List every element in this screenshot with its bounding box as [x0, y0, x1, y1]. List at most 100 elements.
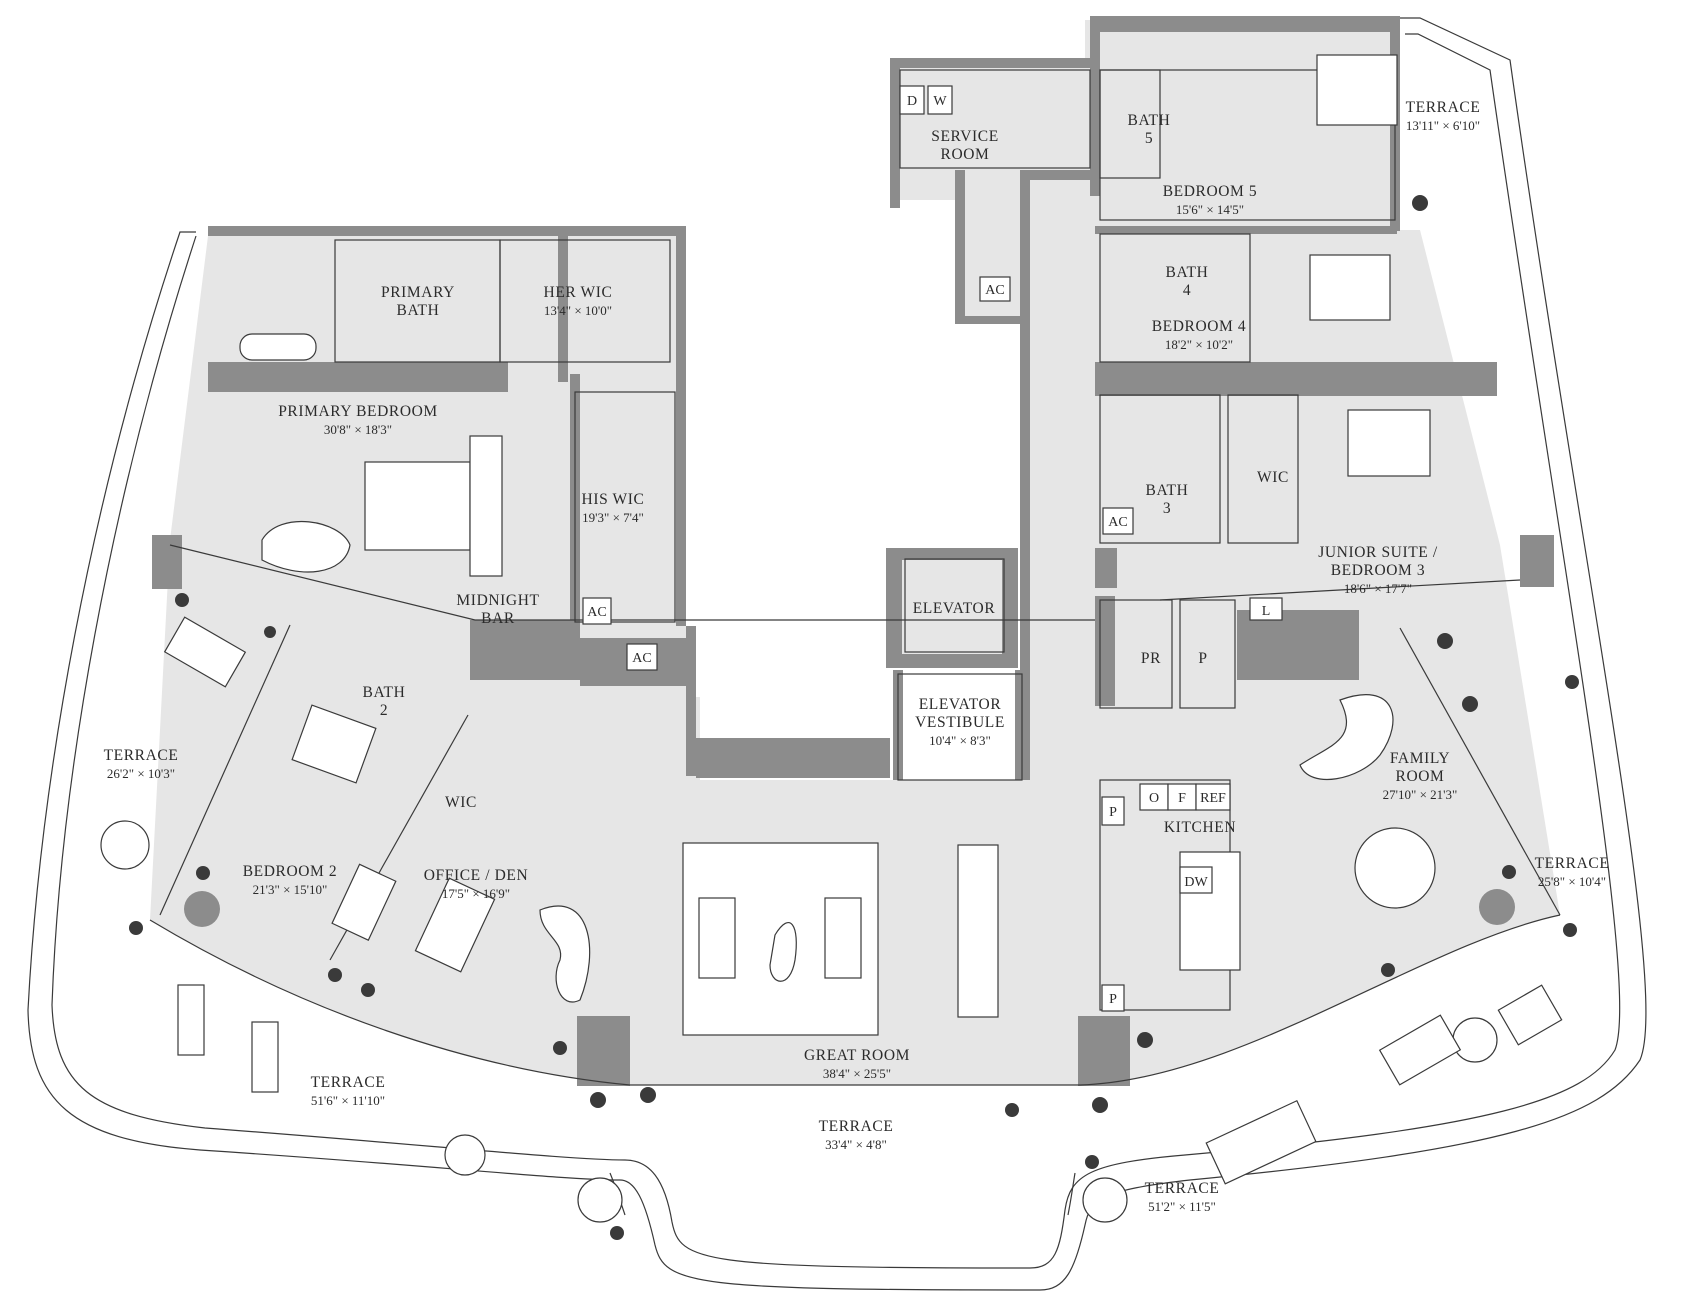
dining-table	[957, 844, 999, 1018]
bathtub	[239, 333, 317, 361]
pantry-south	[1101, 984, 1125, 1012]
linen-closet	[1249, 597, 1283, 621]
terrace-west-name: TERRACE	[104, 747, 179, 764]
pantry-label: P	[1109, 992, 1117, 1007]
powder-room-name: PR	[1141, 650, 1161, 667]
ac-label: AC	[587, 605, 606, 620]
bedroom-2-desk	[331, 863, 397, 941]
plants	[129, 195, 1579, 1240]
service-room-name: SERVICE	[931, 128, 999, 145]
oven	[1139, 783, 1169, 811]
office-den-dimensions: 17'5" × 16'9"	[442, 886, 510, 901]
bedroom-5-bed	[1316, 54, 1398, 126]
pantry-name: P	[1198, 650, 1207, 667]
bath-2-name: BATH	[363, 684, 406, 701]
bath-5-name: 5	[1145, 130, 1153, 147]
freezer-label: F	[1178, 791, 1186, 806]
his-wic-name: HIS WIC	[582, 491, 645, 508]
her-wic-name: HER WIC	[544, 284, 613, 301]
bath-4-name: 4	[1183, 282, 1191, 299]
southwest-terrace-table	[444, 1134, 486, 1176]
interior-floor	[150, 20, 1560, 1085]
plant-icon	[361, 983, 375, 997]
ac-unit-service	[979, 276, 1011, 302]
plant-icon	[1462, 696, 1478, 712]
his-wic-dimensions: 19'3" × 7'4"	[582, 510, 644, 525]
plant-icon	[264, 626, 276, 638]
bedroom-5-dimensions: 15'6" × 14'5"	[1176, 202, 1244, 217]
plant-icon	[610, 1226, 624, 1240]
terrace-west-dimensions: 26'2" × 10'3"	[107, 766, 175, 781]
great-room-dimensions: 38'4" × 25'5"	[823, 1066, 891, 1081]
family-room-table	[1354, 827, 1436, 909]
bedroom-2-dimensions: 21'3" × 15'10"	[253, 882, 328, 897]
bedroom-4-dimensions: 18'2" × 10'2"	[1165, 337, 1233, 352]
elevator-vestibule-name: ELEVATOR	[919, 696, 1002, 713]
dishwasher	[1179, 866, 1213, 894]
terrace-south-dimensions: 33'4" × 4'8"	[825, 1137, 887, 1152]
bedroom-2-name: BEDROOM 2	[243, 863, 338, 880]
primary-bedroom-name: PRIMARY BEDROOM	[278, 403, 438, 420]
refrigerator	[1195, 783, 1231, 811]
great-room-sofa-left	[698, 897, 736, 979]
primary-bedroom-dimensions: 30'8" × 18'3"	[324, 422, 392, 437]
ac-label: AC	[632, 651, 651, 666]
plant-icon	[1092, 1097, 1108, 1113]
interior-lines	[149, 69, 1561, 1086]
chaise-lounge-1	[177, 984, 205, 1056]
office-desk	[414, 877, 496, 973]
plant-icon	[175, 593, 189, 607]
elevator-vestibule-name: VESTIBULE	[915, 714, 1005, 731]
plant-icon	[1563, 923, 1577, 937]
terrace-northeast-dimensions: 13'11" × 6'10"	[1406, 118, 1480, 133]
service-room-name: ROOM	[941, 146, 990, 163]
junior-suite-dimensions: 18'6" × 17'7"	[1344, 581, 1412, 596]
family-room-dimensions: 27'10" × 21'3"	[1383, 787, 1458, 802]
terrace-south-name: TERRACE	[819, 1118, 894, 1135]
plant-icon	[196, 866, 210, 880]
terrace-southeast-dimensions: 51'2" × 11'5"	[1148, 1199, 1216, 1214]
junior-suite-name: JUNIOR SUITE /	[1318, 544, 1438, 561]
pantry-label: P	[1109, 805, 1117, 820]
terrace-southwest-dimensions: 51'6" × 11'10"	[311, 1093, 385, 1108]
dishwasher-label: DW	[1184, 875, 1208, 890]
fixture-boxes: D W AC AC AC AC L P P O F REF DW	[582, 85, 1283, 1012]
elevator-name: ELEVATOR	[913, 600, 996, 617]
kitchen-name: KITCHEN	[1164, 819, 1236, 836]
bedroom-2-bed	[291, 704, 377, 784]
family-room-name: FAMILY	[1390, 750, 1450, 767]
plant-icon	[553, 1041, 567, 1055]
junior-suite-name: BEDROOM 3	[1331, 562, 1426, 579]
ac-label: AC	[985, 283, 1004, 298]
primary-bench	[469, 435, 503, 577]
southeast-terrace-chair	[1497, 984, 1563, 1046]
bath-4-name: BATH	[1166, 264, 1209, 281]
plant-icon	[1381, 963, 1395, 977]
south-terrace-table-west	[577, 1177, 623, 1223]
bedroom-4-name: BEDROOM 4	[1152, 318, 1247, 335]
wic-bedroom-2-name: WIC	[445, 794, 477, 811]
ac-label: AC	[1108, 515, 1127, 530]
elevator-vestibule-dimensions: 10'4" × 8'3"	[929, 733, 991, 748]
ac-unit-his-wic	[582, 597, 612, 625]
west-terrace-sofa	[163, 616, 247, 688]
terrace-east-dimensions: 25'8" × 10'4"	[1538, 874, 1606, 889]
pantry-north	[1101, 796, 1125, 826]
bedroom-5-name: BEDROOM 5	[1163, 183, 1258, 200]
primary-bath-name: PRIMARY	[381, 284, 455, 301]
family-room-name: ROOM	[1396, 768, 1445, 785]
bedroom-4-bed	[1309, 254, 1391, 321]
midnight-bar-name: MIDNIGHT	[456, 592, 539, 609]
bath-5-name: BATH	[1128, 112, 1171, 129]
washer	[927, 85, 953, 115]
plant-icon	[1565, 675, 1579, 689]
great-room-name: GREAT ROOM	[804, 1047, 910, 1064]
column-west	[184, 891, 220, 927]
primary-bath-name: BATH	[397, 302, 440, 319]
chaise-lounge-2	[251, 1021, 279, 1093]
terrace-southwest-name: TERRACE	[311, 1074, 386, 1091]
terrace-east-name: TERRACE	[1535, 855, 1610, 872]
junior-suite-bed	[1347, 409, 1431, 477]
